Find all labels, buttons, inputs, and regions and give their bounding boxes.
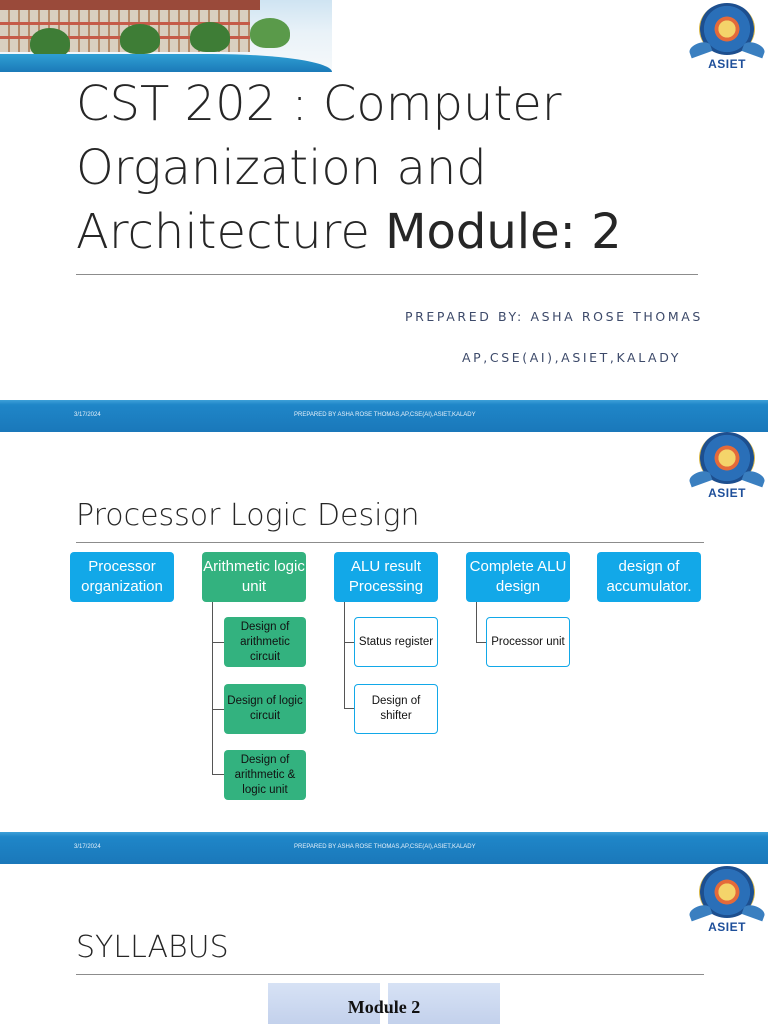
topic-alu-result-processing: ALU result Processing [334, 552, 438, 602]
processor-logic-slide: ASIET Processor Logic Design Processor o… [0, 432, 768, 864]
asiet-logo: ASIET [687, 432, 767, 506]
footer-date: 3/17/2024 [74, 412, 101, 418]
prepared-by: PREPARED BY: ASHA ROSE THOMAS [405, 309, 703, 324]
title-divider [76, 274, 698, 275]
slide-title: Processor Logic Design [76, 498, 420, 533]
sub-design-of-shifter: Design of shifter [354, 684, 438, 734]
footer-text: PREPARED BY ASHA ROSE THOMAS,AP,CSE(AI),… [294, 844, 476, 850]
footer-text: PREPARED BY ASHA ROSE THOMAS,AP,CSE(AI),… [294, 412, 476, 418]
slide-footer: 3/17/2024 PREPARED BY ASHA ROSE THOMAS,A… [0, 832, 768, 864]
affiliation: AP,CSE(AI),ASIET,KALADY [462, 350, 681, 365]
sub-logic-circuit: Design of logic circuit [224, 684, 306, 734]
connector-line [344, 602, 345, 709]
module-label: Module: 2 [385, 204, 622, 260]
sub-status-register: Status register [354, 617, 438, 667]
connector-line [212, 642, 224, 643]
title-slide: ASIET CST 202 : Computer Organization an… [0, 0, 768, 432]
asiet-logo: ASIET [687, 3, 767, 77]
topic-complete-alu-design: Complete ALU design [466, 552, 570, 602]
slide-footer: 3/17/2024 PREPARED BY ASHA ROSE THOMAS,A… [0, 400, 768, 432]
footer-date: 3/17/2024 [74, 844, 101, 850]
presentation-title: CST 202 : Computer Organization and Arch… [76, 76, 622, 260]
sub-processor-unit: Processor unit [486, 617, 570, 667]
slide-title: SYLLABUS [76, 930, 229, 965]
connector-line [476, 642, 486, 643]
asiet-logo: ASIET [687, 866, 767, 940]
syllabus-image: Module 2 [268, 983, 500, 1024]
connector-line [212, 602, 213, 775]
connector-line [212, 774, 224, 775]
syllabus-image-title: Module 2 [347, 997, 421, 1017]
title-divider [76, 542, 704, 543]
topic-design-of-accumulator: design of accumulator. [597, 552, 701, 602]
syllabus-slide: ASIET SYLLABUS Module 2 [0, 864, 768, 1024]
sub-arithmetic-circuit: Design of arithmetic circuit [224, 617, 306, 667]
title-divider [76, 974, 704, 975]
connector-line [476, 602, 477, 642]
connector-line [344, 642, 354, 643]
connector-line [212, 709, 224, 710]
topic-arithmetic-logic-unit: Arithmetic logic unit [202, 552, 306, 602]
campus-photo [0, 0, 332, 72]
connector-line [344, 708, 354, 709]
sub-arithmetic-logic-unit: Design of arithmetic & logic unit [224, 750, 306, 800]
topic-processor-organization: Processor organization [70, 552, 174, 602]
